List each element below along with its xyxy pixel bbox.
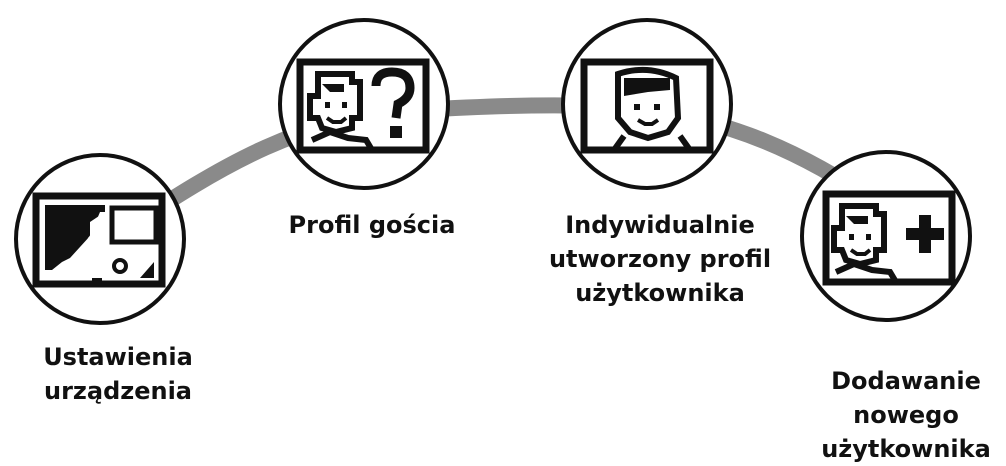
label-line: urządzenia <box>43 377 193 405</box>
profile-diagram: Ustawienia urządzenia Profil gościa Indy… <box>14 18 991 463</box>
label-add-user: Dodawanie nowego użytkownika <box>806 364 1006 466</box>
label-guest-profile: Profil gościa <box>272 208 472 242</box>
wrench-settings-icon <box>32 192 166 288</box>
connector-arc <box>110 97 885 243</box>
node-device-settings[interactable] <box>14 153 186 325</box>
user-face-icon <box>580 58 714 154</box>
node-add-user[interactable] <box>800 150 972 322</box>
diagram-canvas <box>14 18 972 325</box>
add-user-plus-icon <box>822 190 956 286</box>
node-guest-profile[interactable] <box>278 18 450 190</box>
label-device-settings: Ustawienia urządzenia <box>18 340 218 408</box>
label-line: Indywidualnie <box>565 211 755 239</box>
label-line: nowego <box>853 401 959 429</box>
label-line: użytkownika <box>821 435 991 463</box>
label-individual-profile: Indywidualnie utworzony profil użytkowni… <box>540 208 780 310</box>
label-line: Profil gościa <box>288 211 456 239</box>
label-line: utworzony profil <box>548 245 772 273</box>
guest-face-question-icon <box>296 58 430 154</box>
label-line: Ustawienia <box>43 343 193 371</box>
node-individual-profile[interactable] <box>561 18 733 190</box>
label-line: użytkownika <box>575 279 745 307</box>
label-line: Dodawanie <box>831 367 981 395</box>
